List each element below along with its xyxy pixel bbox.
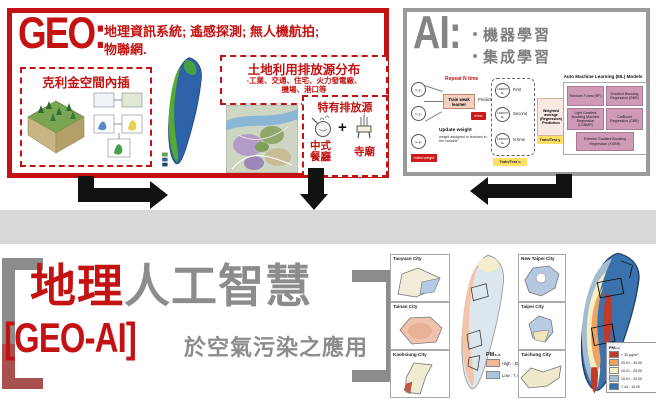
input-node-1: x₁,y₁ bbox=[411, 82, 426, 97]
temple-label: 寺廟 bbox=[354, 146, 375, 158]
train-test-n-tag: Train/Test n bbox=[493, 158, 527, 166]
banner-subtitle-geoai: [GEO-AI] bbox=[4, 314, 137, 361]
arrow-down-head-icon bbox=[300, 194, 328, 210]
ml-model-box: CatBoost Regression (CBR) bbox=[606, 108, 643, 130]
banner-subtitle-application: 於空氣污染之應用 bbox=[184, 335, 369, 360]
train-test-y-tag: Train/Test y bbox=[537, 136, 563, 144]
legend-swatch-yellow bbox=[609, 367, 619, 374]
ai-panel-title: AI: bbox=[413, 6, 462, 58]
learner-tag-ntime: N time bbox=[513, 137, 526, 142]
landuse-title: 土地利用排放源分布 bbox=[247, 63, 361, 77]
censer-icon bbox=[356, 113, 372, 139]
input-node-n: xₙ,yₙ bbox=[411, 134, 426, 149]
geo-description-line2: 物聯網. bbox=[104, 42, 147, 57]
ml-models-panel: Auto Machine Learning (ML) Models Random… bbox=[563, 74, 647, 170]
ml-model-box: Extreme Gradient Boosting Regression (XG… bbox=[576, 132, 634, 151]
city-map-box-taichung: Taichung City bbox=[518, 350, 566, 398]
pm25-legend-right: PM₂.₅ > 30 μg/m³ 25.01 - 30.00 20.01 - 2… bbox=[606, 342, 656, 393]
ml-models-grid: Random Forest (RF) Gradient Boosting Reg… bbox=[563, 82, 647, 155]
ai-panel: AI: 機器學習 集成學習 Repeat N time x₁,y₁ x₂,y₂ … bbox=[403, 6, 650, 176]
learner-node-1: Learner w₁ bbox=[495, 83, 510, 98]
connector-line bbox=[424, 85, 443, 92]
ml-model-box: Light Gradient Boosting Machine Regressi… bbox=[567, 108, 604, 130]
terrain-3d-image bbox=[27, 100, 85, 154]
arrow-geo-elbow-shaft bbox=[78, 188, 150, 202]
city-map-box-taipei: Taipei City bbox=[518, 302, 566, 350]
geo-panel-title: GEO: bbox=[18, 9, 107, 59]
predict-label: Predict bbox=[478, 97, 492, 102]
ai-item-machine-learning: 機器學習 bbox=[483, 27, 552, 44]
taichung-map-image bbox=[520, 365, 562, 389]
update-weight-subtext: weight assigned to features in the varia… bbox=[439, 135, 487, 143]
learner-tag-second: Second bbox=[513, 111, 528, 116]
repeat-label: Repeat N time bbox=[445, 76, 479, 82]
legend-low-swatch bbox=[486, 371, 500, 379]
tainan-map-image bbox=[399, 316, 443, 345]
plus-icon: + bbox=[338, 119, 347, 136]
legend-swatch-blue bbox=[609, 383, 619, 390]
banner-bracket-left-red bbox=[2, 344, 43, 389]
bullet-dot bbox=[473, 54, 477, 58]
ml-models-title: Auto Machine Learning (ML) Models bbox=[563, 74, 643, 79]
learner-tag-first: First bbox=[513, 87, 522, 92]
special-sources-box: 特有排放源 + 中式 餐廳 寺廟 bbox=[302, 95, 388, 177]
maps-panel: Taoyuan City Tainan City Kaohsiung City bbox=[390, 250, 656, 402]
landuse-subtitle-line1: -工業、交通、住宅、火力發電廠、 bbox=[246, 76, 362, 85]
city-map-box-kaohsiung: Kaohsiung City bbox=[390, 350, 450, 398]
banner-title: 地理人工智慧 bbox=[30, 250, 312, 316]
ml-model-box: Gradient Boosting Regression (GBR) bbox=[606, 86, 643, 106]
new-taipei-map-image bbox=[524, 265, 560, 297]
big-taiwan-map bbox=[580, 252, 640, 394]
boosting-flowchart: Repeat N time x₁,y₁ x₂,y₂ xₙ,yₙ Train we… bbox=[411, 76, 565, 170]
city-map-box-taoyuan: Taoyuan City bbox=[390, 254, 450, 302]
connector-line bbox=[425, 111, 442, 122]
wok-icon bbox=[311, 115, 331, 137]
legend-swatch-steel bbox=[609, 375, 619, 382]
arrow-left-head-icon bbox=[470, 177, 488, 205]
train-weak-learner-box: Train weak learner bbox=[443, 94, 475, 109]
learner-node-2: Learner w₂ bbox=[495, 107, 510, 122]
input-node-2: x₂,y₂ bbox=[411, 106, 426, 121]
center-taiwan-map bbox=[461, 254, 505, 390]
taipei-map-image bbox=[528, 315, 554, 343]
arrow-right-head-icon bbox=[150, 181, 168, 209]
city-map-box-new-taipei: New Taipei City bbox=[518, 254, 566, 302]
banner-bracket-left-gray bbox=[2, 258, 43, 356]
ai-item-ensemble-learning: 集成學習 bbox=[483, 49, 552, 66]
legend-swatch-orange bbox=[609, 359, 619, 366]
learners-group-box: Learner w₁ Learner w₂ Learner wₙ First S… bbox=[491, 78, 535, 156]
error-box: error bbox=[471, 112, 486, 120]
banner-title-ai-part: 人工智慧 bbox=[124, 260, 312, 312]
kriging-box: 克利金空間內插 bbox=[20, 67, 152, 167]
learner-node-n: Learner wₙ bbox=[495, 133, 510, 148]
arrow-geo-down-shaft bbox=[308, 168, 324, 196]
arrow-ai-elbow-shaft bbox=[488, 184, 572, 198]
update-weight-label: Update weight bbox=[439, 128, 472, 133]
restaurant-label-line2: 餐廳 bbox=[310, 151, 331, 163]
banner-title-geo-part: 地理 bbox=[30, 260, 124, 312]
pm25-legend-center: PM₂.₅ High : 45.02 Low : 7.44 bbox=[486, 352, 525, 379]
kriging-flow-image bbox=[93, 92, 143, 158]
kriging-title: 克利金空間內插 bbox=[42, 76, 130, 90]
weighted-average-box: Weighted average (Regression) Prediction bbox=[537, 98, 565, 136]
special-sources-title: 特有排放源 bbox=[317, 102, 373, 114]
landuse-subtitle-line2: 機場、港口等 bbox=[281, 85, 327, 94]
process-band: 初步 估計 + 解釋 變數 + 模型 擬合 bbox=[0, 210, 656, 244]
legend-swatch-red bbox=[609, 351, 619, 358]
legend-high-swatch bbox=[486, 359, 500, 367]
landuse-map-image bbox=[226, 105, 298, 173]
bullet-dot bbox=[473, 32, 477, 36]
geo-panel: GEO: 地理資訊系統; 遙感探測; 無人機航拍; 物聯網. 克利金空間內插 bbox=[7, 8, 389, 178]
initial-weight-box: Initial weight bbox=[411, 154, 437, 162]
taoyuan-map-image bbox=[397, 267, 441, 298]
connector-line bbox=[424, 101, 443, 102]
city-map-box-tainan: Tainan City bbox=[390, 302, 450, 350]
kaohsiung-map-image bbox=[403, 362, 433, 395]
geo-description-line1: 地理資訊系統; 遙感探測; 無人機航拍; bbox=[104, 24, 320, 39]
taiwan-pollution-map bbox=[162, 57, 202, 167]
restaurant-label-line1: 中式 bbox=[310, 140, 331, 152]
ml-model-box: Random Forest (RF) bbox=[567, 86, 604, 106]
